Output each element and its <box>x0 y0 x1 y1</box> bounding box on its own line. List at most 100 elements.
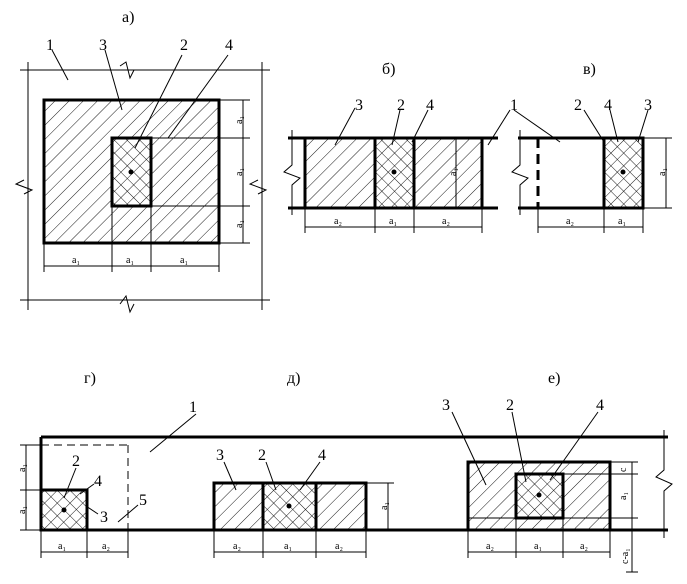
break-mark <box>283 130 301 215</box>
panel-v-title: в) <box>583 61 596 78</box>
leader <box>167 54 229 139</box>
dim-label: a₁ <box>126 255 134 266</box>
leader <box>79 483 95 495</box>
dim-label: a₂ <box>580 541 588 552</box>
zone-4 <box>412 136 484 210</box>
panel-d: д) 3 2 4 a₁ a₂ a₁ a₂ <box>212 370 394 558</box>
label-3: 3 <box>355 97 363 114</box>
leader <box>583 109 605 143</box>
center-point <box>286 503 292 509</box>
label-1: 1 <box>510 97 518 114</box>
leader <box>265 461 277 491</box>
leader <box>149 413 197 453</box>
dim-label: a₁ <box>234 220 245 228</box>
dim-label: a₁ <box>379 502 390 510</box>
break-mark <box>655 430 673 538</box>
center-point <box>61 507 67 513</box>
leader <box>609 109 619 143</box>
leader <box>85 505 99 515</box>
label-4: 4 <box>225 37 233 54</box>
label-4: 4 <box>318 447 326 464</box>
break-mark <box>119 61 135 80</box>
dim-label: c-a₁ <box>620 548 631 564</box>
dim-label: a₁ <box>234 116 245 124</box>
dim-label: a₁ <box>657 168 668 176</box>
panel-g: г) 2 4 3 5 a₁ a₁ a₁ a₂ <box>17 370 147 558</box>
dim-label: a₂ <box>102 541 110 552</box>
dim-label: a₁ <box>284 541 292 552</box>
panel-e: е) 3 2 4 c a₁ c-a₁ a₂ a₁ a₂ <box>442 370 638 573</box>
leader <box>513 109 561 143</box>
label-3: 3 <box>99 37 107 54</box>
dim-label: a₂ <box>233 541 241 552</box>
label-4: 4 <box>604 97 612 114</box>
leader <box>451 411 487 486</box>
dim-label: a₁ <box>72 255 80 266</box>
break-mark <box>119 294 135 314</box>
panel-a-title: а) <box>122 9 134 26</box>
dim-label: a₁ <box>618 492 629 500</box>
break-mark <box>14 179 34 195</box>
dim-label: a₁ <box>389 216 397 227</box>
label-2: 2 <box>180 37 188 54</box>
label-2: 2 <box>506 397 514 414</box>
label-3: 3 <box>442 397 450 414</box>
center-point <box>391 169 397 175</box>
panel-d-title: д) <box>287 370 300 387</box>
dim-label: a₂ <box>335 541 343 552</box>
dim-label: a₂ <box>442 216 450 227</box>
panel-b: б) a₁ 3 2 4 a₂ a₁ a₂ <box>283 61 498 233</box>
panel-a: а) 1 3 2 4 a₁ a₁ <box>14 9 270 314</box>
dim-label: a₁ <box>17 506 28 514</box>
panel-e-title: е) <box>548 370 560 387</box>
leader <box>411 109 429 143</box>
panel-v: в) 1 2 4 3 a₁ a₂ a₁ <box>487 61 672 233</box>
leader <box>299 461 321 491</box>
center-point <box>620 169 626 175</box>
center-point <box>128 169 134 175</box>
label-1: 1 <box>189 399 197 416</box>
dim-label: a₁ <box>17 464 28 472</box>
leader <box>51 49 69 81</box>
leader <box>391 109 401 146</box>
leader <box>549 411 599 481</box>
label-2: 2 <box>574 97 582 114</box>
leader <box>134 54 183 149</box>
dim-label: a₁ <box>618 216 626 227</box>
dim-label: a₁ <box>534 541 542 552</box>
label-4: 4 <box>596 397 604 414</box>
panel-b-title: б) <box>382 61 395 78</box>
panel-g-title: г) <box>84 370 96 387</box>
label-2: 2 <box>397 97 405 114</box>
break-mark <box>248 179 268 195</box>
leader <box>334 107 356 146</box>
dim-label: a₂ <box>334 216 342 227</box>
leader <box>104 49 123 111</box>
label-3: 3 <box>216 447 224 464</box>
zone-3 <box>303 136 377 210</box>
dim-label: c <box>618 467 629 472</box>
zone-3 <box>212 481 265 532</box>
dim-label: a₂ <box>566 216 574 227</box>
dim-label: a₁ <box>58 541 66 552</box>
label-3: 3 <box>644 97 652 114</box>
dim-label: a₁ <box>448 168 459 176</box>
dim-label: a₁ <box>234 168 245 176</box>
zone-4 <box>314 481 368 532</box>
leader <box>223 461 237 491</box>
center-point <box>536 492 542 498</box>
label-4: 4 <box>94 473 102 490</box>
leader <box>637 109 649 143</box>
label-2: 2 <box>258 447 266 464</box>
dim-label: a₂ <box>486 541 494 552</box>
leader <box>511 411 527 483</box>
break-mark <box>511 130 529 215</box>
label-2: 2 <box>72 453 80 470</box>
label-4: 4 <box>426 97 434 114</box>
label-3: 3 <box>100 509 108 526</box>
leader <box>63 467 77 499</box>
leader <box>117 504 139 523</box>
dim-label: a₁ <box>180 255 188 266</box>
label-1: 1 <box>46 37 54 54</box>
